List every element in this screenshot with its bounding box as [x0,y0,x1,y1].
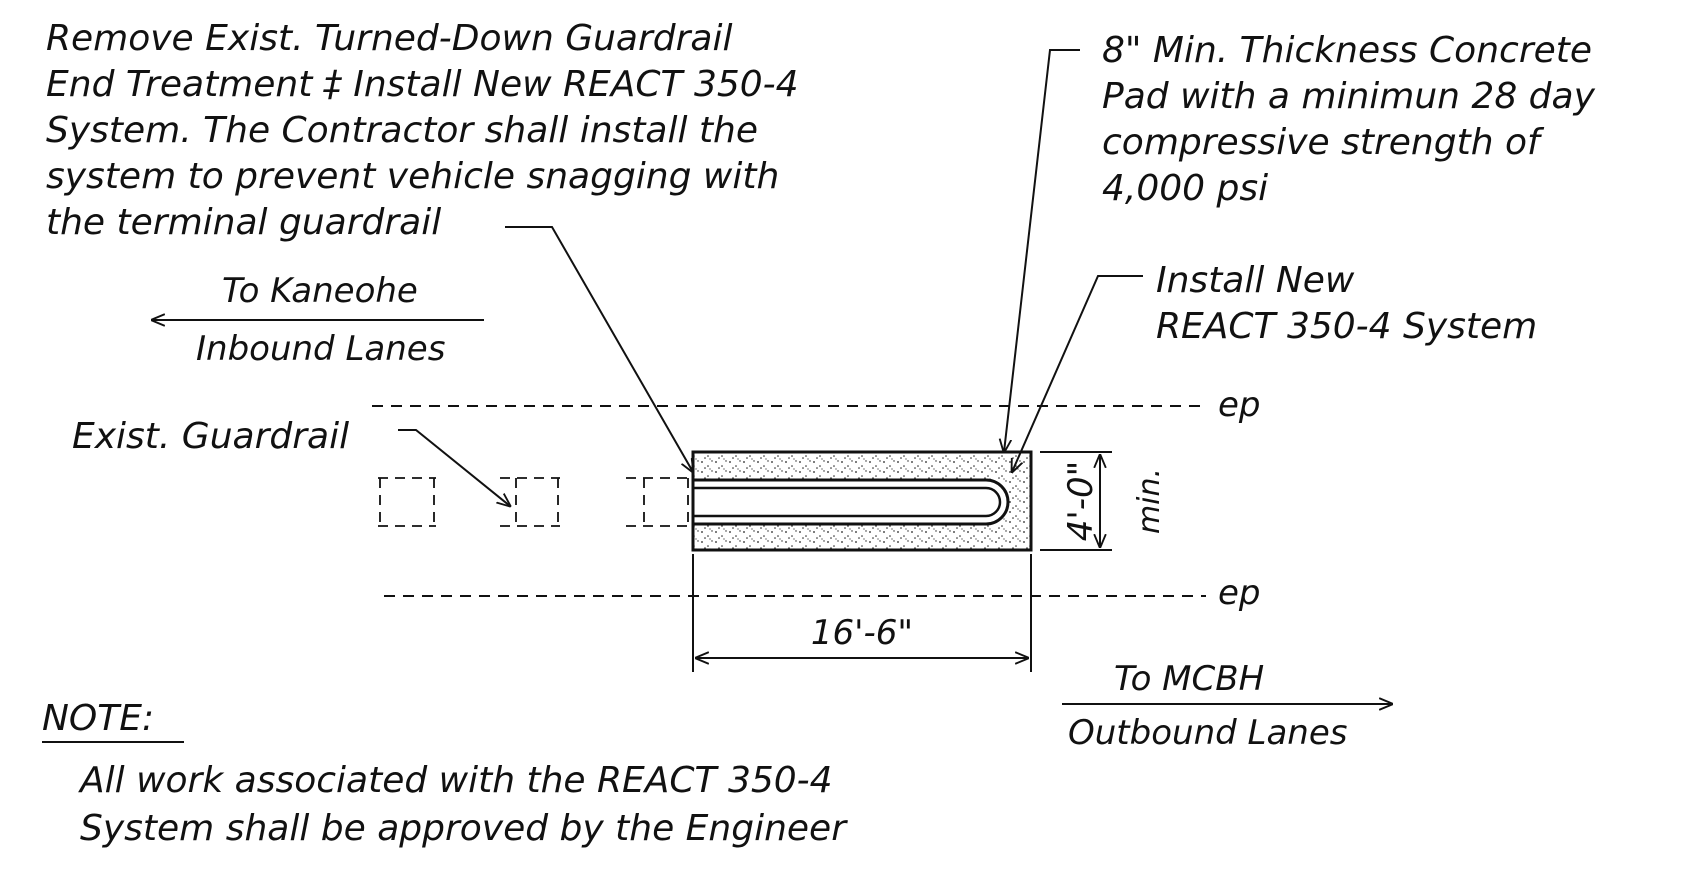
existing-guardrail: Exist. Guardrail [72,416,690,527]
react-system-outer [691,478,1010,526]
callout-pad-line-2: Pad with a minimun 28 day [1102,76,1596,117]
callout-install-line-1: Install New [1156,260,1355,301]
inbound-destination-label: To Kaneohe [222,271,418,311]
edge-label-bottom: ep [1218,573,1261,613]
concrete-pad [691,450,1033,552]
callout-pad-line-1: 8" Min. Thickness Concrete [1102,30,1592,71]
guardrail-post-3 [626,477,690,527]
callout-pad-line-3: compressive strength of [1102,122,1545,163]
direction-inbound: To Kaneohe Inbound Lanes [152,271,484,369]
callout-install-line-2: REACT 350-4 System [1156,306,1537,347]
callout-pad-line-4: 4,000 psi [1102,168,1268,209]
edge-label-top: ep [1218,385,1261,425]
edge-of-pavement-bottom: ep [384,573,1261,613]
callout-remove-line-4: system to prevent vehicle snagging with [46,156,779,197]
note-line-1: All work associated with the REACT 350-4 [78,760,833,801]
leader-install-arrow [1012,275,1143,472]
dimension-length: 16'-6" [692,554,1032,672]
callout-remove-guardrail: Remove Exist. Turned-Down Guardrail End … [46,18,799,472]
note-block: NOTE: All work associated with the REACT… [42,698,848,849]
callout-remove-line-5: the terminal guardrail [46,202,441,243]
callout-install-system: Install New REACT 350-4 System [1012,260,1537,472]
guardrail-post-2 [500,477,560,527]
leader-remove-arrow [505,226,693,472]
outbound-lanes-label: Outbound Lanes [1068,713,1347,753]
inbound-lanes-label: Inbound Lanes [196,329,445,369]
callout-remove-line-3: System. The Contractor shall install the [46,110,758,151]
edge-of-pavement-top: ep [372,385,1261,425]
leader-pad-arrow [1004,49,1080,452]
note-heading: NOTE: [42,698,154,739]
dimension-width: 4'-0" min. [1040,451,1167,551]
react-system-inner [693,486,1002,518]
callout-remove-line-1: Remove Exist. Turned-Down Guardrail [46,18,733,59]
dim-width-value: 4'-0" [1061,461,1101,542]
callout-concrete-pad: 8" Min. Thickness Concrete Pad with a mi… [1004,30,1596,452]
exist-guardrail-label: Exist. Guardrail [72,416,349,457]
outbound-destination-label: To MCBH [1114,659,1264,699]
dim-length-value: 16'-6" [811,613,913,653]
guardrail-post-1 [378,477,436,527]
dim-width-suffix: min. [1132,468,1167,534]
note-line-2: System shall be approved by the Engineer [80,808,848,849]
leader-guardrail-arrow [398,429,510,506]
callout-remove-line-2: End Treatment ‡ Install New REACT 350-4 [46,64,799,105]
direction-outbound: To MCBH Outbound Lanes [1062,659,1392,753]
